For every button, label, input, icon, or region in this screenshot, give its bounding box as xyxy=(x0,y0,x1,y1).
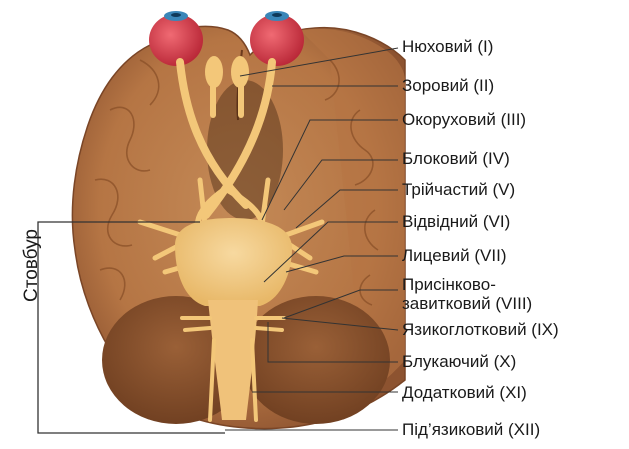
label-olfactory: Нюховий (I) xyxy=(402,38,493,56)
label-trigeminal: Трійчастий (V) xyxy=(402,181,515,199)
label-glossopharyngeal: Язикоглотковий (IX) xyxy=(402,321,559,339)
label-vestibulocochlear-1: Присінково- xyxy=(402,276,496,294)
brainstem-label: Стовбур xyxy=(22,242,42,302)
right-cerebellum xyxy=(242,296,390,424)
label-vagus: Блукаючий (X) xyxy=(402,353,516,371)
label-facial: Лицевий (VII) xyxy=(402,247,507,265)
label-optic: Зоровий (II) xyxy=(402,77,494,95)
pons xyxy=(175,218,292,306)
label-abducens: Відвідний (VI) xyxy=(402,213,510,231)
label-vestibulocochlear-2: завитковий (VIII) xyxy=(402,295,532,313)
label-accessory: Додатковий (XI) xyxy=(402,384,527,402)
label-hypoglossal: Під’язиковий (XII) xyxy=(402,421,540,439)
left-eye xyxy=(149,11,203,66)
label-trochlear: Блоковий (IV) xyxy=(402,150,510,168)
label-oculomotor: Окоруховий (III) xyxy=(402,111,526,129)
right-eye xyxy=(250,11,304,66)
